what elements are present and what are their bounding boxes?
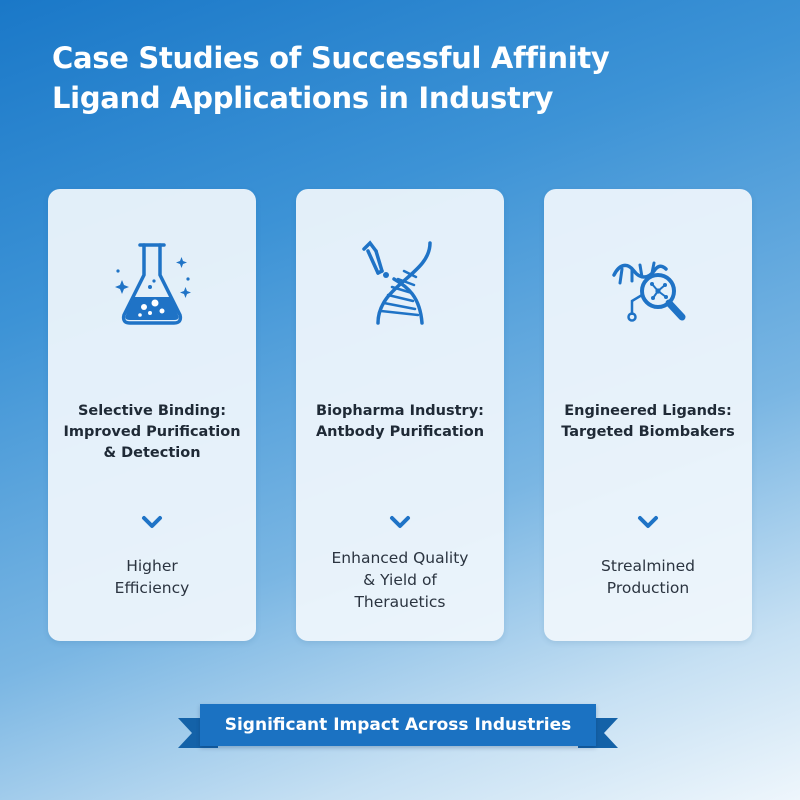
chevron-down-icon: [390, 516, 410, 528]
card-heading: Engineered Ligands: Targeted Biombakers: [561, 403, 735, 440]
card-result: Higher Efficiency: [114, 557, 190, 597]
chevron-down-icon: [638, 516, 658, 528]
card-result: Strealmined Production: [601, 557, 695, 597]
impact-banner-label: Significant Impact Across Industries: [200, 704, 596, 746]
case-card-biopharma: Biopharma Industry: Antbody Purification…: [296, 189, 504, 641]
page-title: Case Studies of Successful Affinity Liga…: [52, 38, 732, 118]
card-heading: Selective Binding: Improved Purification…: [63, 403, 241, 461]
chevron-down-icon: [142, 516, 162, 528]
card-result: Enhanced Quality & Yield of Therauetics: [331, 549, 469, 611]
title-line-1: Case Studies of Successful Affinity: [52, 41, 610, 75]
title-line-2: Ligand Applications in Industry: [52, 81, 554, 115]
impact-ribbon: Significant Impact Across Industries: [178, 704, 618, 754]
case-card-engineered-ligands: Engineered Ligands: Targeted Biombakers …: [544, 189, 752, 641]
card-heading: Biopharma Industry: Antbody Purification: [315, 403, 485, 440]
case-card-selective-binding: Selective Binding: Improved Purification…: [48, 189, 256, 641]
dna-icon: [362, 240, 432, 325]
flask-icon: [115, 243, 191, 325]
molecule-magnifier-icon: [612, 261, 686, 322]
